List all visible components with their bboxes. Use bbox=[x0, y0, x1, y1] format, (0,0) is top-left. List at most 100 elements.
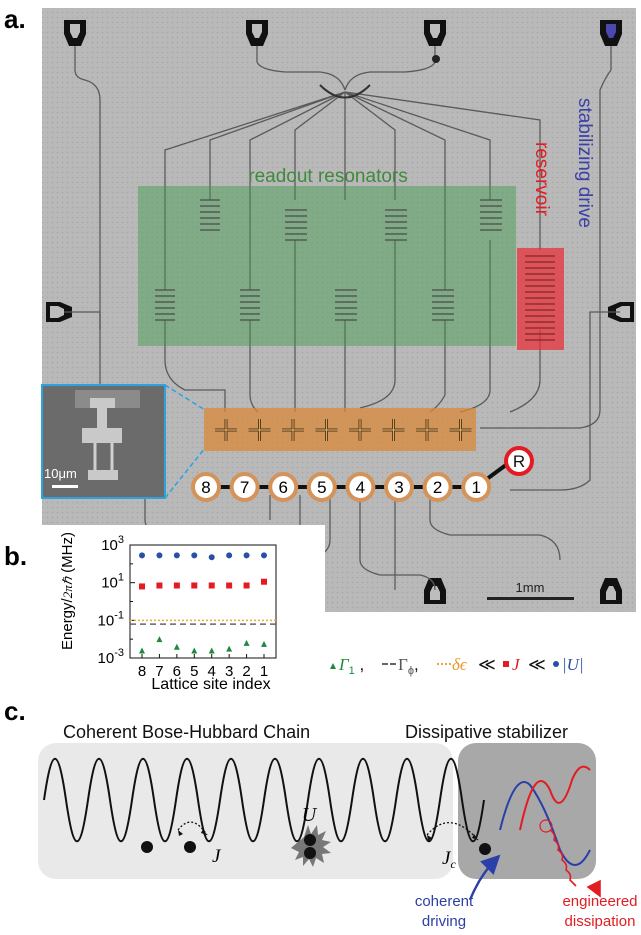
energy-chart: Energy/2πℏ (MHz) Lattice site index 103 1… bbox=[59, 532, 277, 693]
chart-point-Gamma1 bbox=[139, 647, 145, 654]
lattice-site bbox=[191, 472, 221, 502]
readout-resonators-region bbox=[138, 186, 516, 346]
engineered-dissipation-label-1: engineered bbox=[562, 893, 637, 910]
panel-b-background bbox=[0, 525, 325, 665]
stabilizer-potential-blue bbox=[499, 781, 591, 866]
chart-point-U bbox=[139, 552, 145, 559]
boson-particle bbox=[184, 841, 196, 853]
coherent-chain-box bbox=[38, 743, 453, 879]
feedline-hub bbox=[319, 84, 371, 99]
legend-much-less-2: ≪ bbox=[528, 655, 546, 675]
lattice-site bbox=[229, 472, 260, 502]
legend-detuning-text: δϵ bbox=[452, 655, 468, 674]
chart-y-tick-label: 10-3 bbox=[98, 647, 124, 667]
chart-point-U bbox=[226, 552, 233, 559]
doubly-occupied-site bbox=[291, 825, 331, 867]
boson-particle bbox=[141, 841, 153, 853]
engineered-dissipation-label-2: dissipation bbox=[565, 913, 636, 930]
inset-scale-label: 10μm bbox=[44, 466, 77, 481]
lattice-site-number: 2 bbox=[433, 478, 442, 497]
transmon-qubit bbox=[416, 419, 438, 441]
stabilizing-drive-label: stabilizing drive bbox=[574, 98, 595, 228]
legend-j-text: J bbox=[512, 655, 521, 674]
lattice-site-number: 8 bbox=[201, 478, 210, 497]
lattice-site bbox=[345, 472, 376, 502]
chart-x-tick-label: 5 bbox=[190, 663, 198, 680]
chart-marks bbox=[130, 552, 276, 654]
transmon-qubit bbox=[315, 419, 338, 441]
coupling-arrow-jc bbox=[426, 822, 479, 841]
panel-label-a: a. bbox=[4, 4, 26, 34]
lattice-site bbox=[384, 472, 414, 502]
chart-point-U bbox=[173, 552, 180, 559]
lattice-site bbox=[422, 472, 453, 502]
stabilizer-empty-state bbox=[539, 819, 553, 833]
reservoir-site bbox=[504, 446, 534, 476]
chart-y-tick-label: 101 bbox=[101, 572, 124, 592]
lattice-site-number: 5 bbox=[317, 478, 326, 497]
coherent-driving-label-2: driving bbox=[422, 913, 466, 930]
chart-y-tick-label: 103 bbox=[101, 534, 124, 554]
legend-gammaphi-text: Γϕ, bbox=[398, 655, 419, 677]
chart-x-tick-label: 8 bbox=[138, 663, 146, 680]
lattice-site bbox=[461, 472, 492, 502]
reservoir-meander bbox=[525, 255, 555, 341]
chart-point-Gamma1 bbox=[156, 636, 163, 643]
coupling-jc-label: Jc bbox=[442, 848, 456, 871]
legend-u-text: |U| bbox=[562, 655, 584, 674]
chart-point-Gamma1 bbox=[208, 647, 215, 654]
lattice-site bbox=[306, 472, 337, 502]
chart-point-J bbox=[139, 583, 145, 590]
chart-point-U bbox=[208, 554, 215, 561]
chart-x-axis-label: Lattice site index bbox=[151, 676, 270, 693]
lattice-potential bbox=[43, 758, 485, 842]
scale-bar-label: 1mm bbox=[516, 580, 545, 595]
transmon-qubit bbox=[449, 419, 472, 441]
chart-point-J bbox=[261, 578, 267, 585]
legend-j-marker bbox=[503, 661, 509, 667]
bond-pads-bottom bbox=[424, 578, 622, 604]
chart-x-tick-label: 2 bbox=[242, 663, 250, 680]
lattice-site-number: 4 bbox=[356, 478, 365, 497]
chart-point-J bbox=[243, 582, 250, 589]
lattice-site-number: 6 bbox=[278, 478, 287, 497]
boson-particle bbox=[479, 843, 491, 855]
lattice-site bbox=[268, 472, 299, 502]
energy-hierarchy-legend: Γ1 , Γϕ, δϵ ≪ J ≪ |U| bbox=[330, 655, 584, 677]
chart-x-tick-label: 6 bbox=[173, 663, 181, 680]
chart-point-U bbox=[261, 552, 267, 559]
reservoir-label: reservoir bbox=[531, 142, 552, 217]
coherent-driving-label-1: coherent bbox=[415, 893, 474, 910]
hopping-j-label: J bbox=[212, 846, 222, 867]
bond-pads-top bbox=[64, 20, 622, 46]
chart-point-U bbox=[243, 552, 250, 559]
chart-point-Gamma1 bbox=[243, 639, 250, 646]
hopping-arrow-head bbox=[178, 830, 183, 836]
chart-point-Gamma1 bbox=[191, 647, 198, 654]
feedline-junction bbox=[432, 55, 440, 63]
transmon-qubit bbox=[349, 419, 371, 441]
chart-x-tick-label: 3 bbox=[225, 663, 233, 680]
sem-inset: 10μm bbox=[41, 384, 206, 499]
readout-resonators-label: readout resonators bbox=[248, 166, 408, 187]
legend-gamma1-text: Γ1 , bbox=[338, 655, 364, 677]
hopping-arrow-head bbox=[201, 829, 207, 835]
readout-meanders bbox=[155, 199, 502, 321]
chart-y-axis-label: Energy/2πℏ (MHz) bbox=[59, 532, 76, 650]
dissipative-stabilizer-title: Dissipative stabilizer bbox=[405, 722, 568, 742]
legend-gamma1-marker bbox=[330, 663, 336, 669]
chart-point-J bbox=[208, 582, 215, 589]
coherent-chain-title: Coherent Bose-Hubbard Chain bbox=[63, 722, 310, 742]
dissipation-arrow bbox=[586, 879, 601, 898]
chart-point-U bbox=[191, 552, 198, 559]
panel-label-c: c. bbox=[4, 696, 26, 726]
chart-point-Gamma1 bbox=[173, 643, 180, 650]
bond-pads-side bbox=[46, 302, 634, 322]
lattice-site-number: 3 bbox=[394, 478, 403, 497]
reservoir-site-label: R bbox=[513, 452, 525, 471]
dissipative-box bbox=[458, 743, 596, 879]
